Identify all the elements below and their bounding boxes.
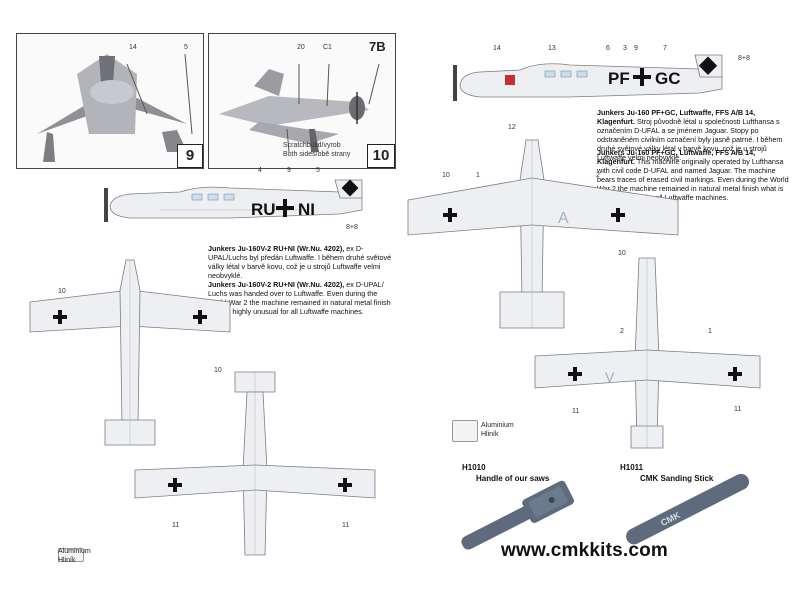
right-bottom-left-wing-cross-icon [568, 367, 582, 381]
panel-9-aircraft-illustration [17, 34, 203, 168]
right-bottom-callout-11b: 11 [734, 406, 742, 413]
left-callout-4: 4 [258, 167, 262, 174]
right-top-callout-10a: 10 [442, 172, 450, 179]
callout-20: 20 [297, 44, 305, 51]
left-desc-english-title: Junkers Ju-160V-2 RU+NI (Wr.Nu. 4202), [208, 280, 345, 289]
saw-handle-image [461, 480, 574, 550]
right-registration-suffix: GC [655, 69, 681, 88]
left-bottom-callout-11b: 11 [342, 522, 350, 529]
right-callout-7: 7 [663, 45, 667, 52]
right-desc-czech-title: Junkers Ju-160 PF+GC, Luftwaffe, FFS A/B… [597, 108, 756, 126]
right-aluminium-swatch [452, 420, 478, 442]
right-top-callout-1: 1 [476, 172, 480, 179]
left-top-callout-10b: 10 [214, 367, 222, 374]
right-aircraft-bottom-view: V [534, 257, 761, 449]
right-callout-8-8: 8+8 [738, 55, 750, 62]
right-top-callout-2: 2 [596, 172, 600, 179]
tool-h1010-label: Handle of our saws [476, 474, 550, 483]
left-swatch-label-2: Hliník [58, 557, 76, 564]
left-callout-5: 5 [316, 167, 320, 174]
right-bottom-callout-2: 2 [620, 328, 624, 335]
left-bottom-wing-cross-icon [168, 478, 182, 492]
right-swatch-label-1: Aluminium [481, 422, 514, 429]
right-top-right-wing-cross-icon [611, 208, 625, 222]
svg-text:V: V [605, 369, 615, 385]
right-callout-6: 6 [606, 45, 610, 52]
tool-h1010-code: H1010 [462, 463, 486, 472]
right-aircraft-side-view [453, 54, 723, 101]
left-registration-suffix: NI [298, 200, 315, 219]
right-registration-cross-icon [633, 68, 651, 86]
right-bottom-right-wing-cross-icon [728, 367, 742, 381]
right-bottom-callout-11a: 11 [572, 408, 580, 415]
left-aircraft-side-view [104, 179, 363, 222]
right-swatch-label-2: Hliník [481, 431, 499, 438]
left-registration-cross-icon [276, 199, 294, 217]
left-desc-czech-body: ex D-UPAL/Luchs byl předán Luftwaffe. I … [208, 244, 392, 280]
right-description-czech: Junkers Ju-160 PF+GC, Luftwaffe, FFS A/B… [597, 108, 793, 162]
panel-9: 14 5 9 [16, 33, 204, 169]
left-description-czech: Junkers Ju-160V-2 RU+NI (Wr.Nu. 4202), e… [208, 244, 396, 280]
scratchbuild-note-line2: Both sides/obě strany [283, 151, 351, 158]
right-callout-3: 3 [623, 45, 627, 52]
left-aircraft-bottom-view [134, 371, 376, 556]
left-aircraft-top-view [29, 259, 231, 446]
right-top-callout-10b: 10 [618, 250, 626, 257]
left-callout-8-8: 8+8 [346, 224, 358, 231]
left-desc-czech-title: Junkers Ju-160V-2 RU+NI (Wr.Nu. 4202), [208, 244, 345, 253]
left-callout-9: 9 [287, 167, 291, 174]
callout-5: 5 [184, 44, 188, 51]
panel-number-10: 10 [367, 144, 395, 168]
left-top-wing-cross-icon [53, 310, 67, 324]
sanding-stick-image: CMK [626, 473, 750, 545]
tool-h1011-code: H1011 [620, 463, 644, 472]
right-desc-english-title: Junkers Ju-160 PF+GC, Luftwaffe, FFS A/B… [597, 148, 756, 166]
left-description-english: Junkers Ju-160V-2 RU+NI (Wr.Nu. 4202), e… [208, 280, 396, 316]
left-aluminium-swatch [58, 548, 84, 562]
left-bottom-callout-11a: 11 [172, 522, 180, 529]
right-callout-12: 12 [508, 124, 516, 131]
scratchbuild-note-line1: Scratchbuild/vyrob [283, 142, 341, 149]
website-url[interactable]: www.cmkkits.com [501, 540, 669, 561]
right-callout-9: 9 [634, 45, 638, 52]
panel-10: 20 C1 7B Scratchbuild/vyrob Both sides/o… [208, 33, 396, 169]
panel-10-corner-label: 7B [369, 39, 386, 54]
tool-h1011-label: CMK Sanding Stick [640, 474, 714, 483]
right-bottom-wing-cross-icon [338, 478, 352, 492]
right-top-wing-cross-icon [193, 310, 207, 324]
left-registration-prefix: RU [251, 200, 276, 219]
right-top-left-wing-cross-icon [443, 208, 457, 222]
right-callout-14: 14 [493, 45, 501, 52]
right-callout-13: 13 [548, 45, 556, 52]
right-registration-prefix: PF [608, 69, 630, 88]
right-aircraft-top-view: A [407, 139, 679, 329]
right-bottom-callout-1: 1 [708, 328, 712, 335]
callout-14: 14 [129, 44, 137, 51]
svg-text:A: A [558, 210, 569, 227]
left-desc-english-body: ex D-UPAL/ Luchs was handed over to Luft… [208, 280, 391, 316]
right-desc-czech-body: Stroj původně létal u společnosti Luftha… [597, 117, 783, 162]
callout-c1: C1 [323, 44, 332, 51]
panel-10-aircraft-illustration [209, 34, 395, 168]
left-top-callout-10a: 10 [58, 288, 66, 295]
panel-number-9: 9 [177, 144, 203, 168]
left-swatch-label-1: Aluminium [58, 548, 91, 555]
